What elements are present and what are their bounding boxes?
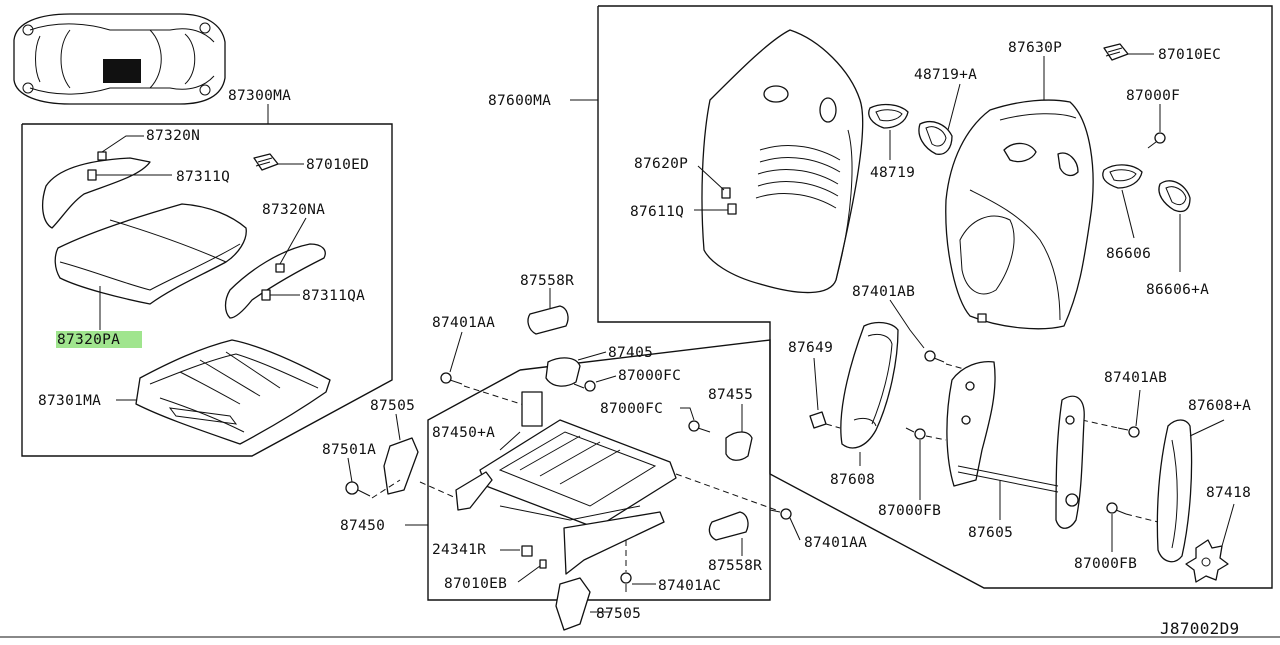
cushion-pad (54, 203, 247, 330)
label-87501A: 87501A (322, 442, 376, 458)
screw-87000FB-1 (905, 427, 947, 500)
label-87010EC: 87010EC (1158, 47, 1221, 63)
cover-87558R-bottom (708, 511, 749, 556)
cushion-side-trim-left (41, 135, 172, 229)
label-87301MA: 87301MA (38, 393, 101, 409)
bolt-87401AB-upper (889, 299, 969, 371)
bolt-87501A (345, 457, 457, 499)
seat-adjuster-87450A (455, 391, 677, 575)
vehicle-locator-thumbnail (13, 13, 226, 105)
clip-87010EC (1103, 43, 1154, 61)
adjuster-group-frame (405, 339, 771, 601)
screw-87000F (1147, 104, 1166, 149)
label-87320N: 87320N (146, 128, 200, 144)
label-87320NA: 87320NA (262, 202, 325, 218)
bolt-87401AC (620, 540, 656, 592)
seatback-87630P (945, 56, 1094, 330)
seatback-group-frame (570, 5, 1273, 589)
label-87450: 87450 (340, 518, 385, 534)
label-87630P: 87630P (1008, 40, 1062, 56)
label-87558R-bottom: 87558R (708, 558, 762, 574)
label-87405: 87405 (608, 345, 653, 361)
escutcheon-86606 (1102, 164, 1143, 239)
label-87311Q: 87311Q (176, 169, 230, 185)
label-87000FC-1: 87000FC (618, 368, 681, 384)
side-cover-87608A (1156, 419, 1225, 563)
label-87608: 87608 (830, 472, 875, 488)
label-87605: 87605 (968, 525, 1013, 541)
label-87649: 87649 (788, 340, 833, 356)
bolt-87401AA-left (440, 331, 541, 411)
side-cover-87608 (840, 321, 899, 466)
label-87401AB-1: 87401AB (852, 284, 915, 300)
label-87418: 87418 (1206, 485, 1251, 501)
label-86606A: 86606+A (1146, 282, 1209, 298)
label-87505-bottom: 87505 (596, 606, 641, 622)
label-87611Q: 87611Q (630, 204, 684, 220)
label-87401AC: 87401AC (658, 578, 721, 594)
label-48719A: 48719+A (914, 67, 977, 83)
label-87450A: 87450+A (432, 425, 495, 441)
label-87000FB-2: 87000FB (1074, 556, 1137, 572)
label-87401AB-2: 87401AB (1104, 370, 1167, 386)
label-86606: 86606 (1106, 246, 1151, 262)
label-87000FC-2: 87000FC (600, 401, 663, 417)
label-87010ED: 87010ED (306, 157, 369, 173)
cover-87505-bottom (555, 577, 610, 631)
cover-87505-top (383, 413, 419, 495)
seatback-frame-87605 (946, 360, 1085, 529)
screw-87000FC-2 (680, 407, 711, 433)
label-87620P: 87620P (634, 156, 688, 172)
label-87320PA[interactable]: 87320PA (57, 332, 120, 348)
bracket-87405 (545, 351, 617, 392)
label-87455: 87455 (708, 387, 753, 403)
drawing-code: J87002D9 (1160, 619, 1239, 638)
cushion-group-frame: 87300MA (21, 88, 393, 457)
part-24341R (500, 545, 533, 557)
label-87401AA-right: 87401AA (804, 535, 867, 551)
escutcheon-48719 (868, 103, 909, 160)
label-48719: 48719 (870, 165, 915, 181)
seat-location-marker (103, 59, 141, 83)
escutcheon-48719A (918, 83, 961, 155)
label-24341R: 24341R (432, 542, 486, 558)
label-87505-top: 87505 (370, 398, 415, 414)
label-87311QA: 87311QA (302, 288, 365, 304)
seatback-87620P (694, 29, 864, 294)
highlight-87320PA (56, 331, 142, 348)
bolt-87401AA-right (675, 473, 801, 541)
label-87600MA: 87600MA (488, 93, 551, 109)
cover-87558R-top (527, 288, 569, 335)
clip-87010ED (253, 153, 304, 171)
cushion-frame-87301MA (116, 339, 331, 445)
clip-87649 (809, 357, 841, 429)
knob-87418 (1185, 503, 1235, 583)
escutcheon-86606A (1158, 180, 1191, 272)
label-87000F: 87000F (1126, 88, 1180, 104)
cushion-side-trim-right (224, 217, 326, 319)
bolt-87401AB-lower (1081, 389, 1141, 438)
cover-87455 (725, 404, 753, 461)
label-87558R-top: 87558R (520, 273, 574, 289)
label-87401AA-left: 87401AA (432, 315, 495, 331)
label-87000FB-1: 87000FB (878, 503, 941, 519)
label-87010EB: 87010EB (444, 576, 507, 592)
label-87608A: 87608+A (1188, 398, 1251, 414)
label-87300MA: 87300MA (228, 88, 291, 104)
clip-87010EB (517, 559, 547, 583)
screw-87000FB-2 (1106, 502, 1159, 552)
